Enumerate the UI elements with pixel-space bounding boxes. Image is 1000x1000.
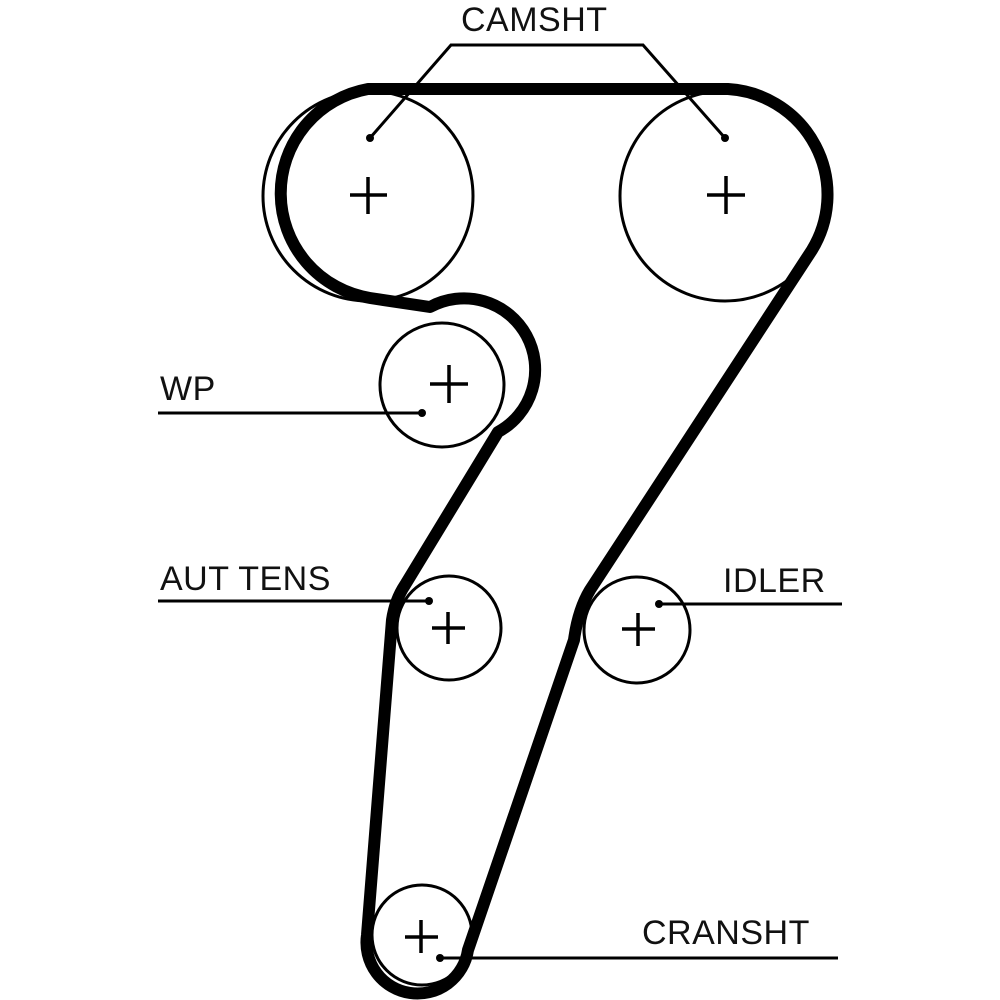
- auto-tensioner-center-mark: [432, 612, 465, 644]
- camshaft-right-center-mark: [707, 176, 745, 214]
- camshaft-left-leader-dot: [366, 134, 374, 142]
- water-pump-label: WP: [160, 370, 216, 408]
- idler-leader-dot: [655, 600, 663, 608]
- water-pump-center-mark: [430, 365, 468, 403]
- idler-center-mark: [622, 613, 655, 646]
- camshaft-right-leader-dot: [721, 134, 729, 142]
- pulley-idler: [582, 575, 692, 685]
- auto-tensioner-leader-dot: [425, 597, 433, 605]
- crankshaft-label: CRANSHT: [642, 914, 810, 952]
- crankshaft-leader-dot: [436, 954, 444, 962]
- crankshaft-center-mark: [405, 920, 438, 953]
- timing-belt: [274, 83, 834, 1000]
- water-pump-leader-dot: [418, 409, 426, 417]
- pulley-water-pump: [378, 321, 506, 449]
- idler-label: IDLER: [723, 562, 826, 600]
- camshaft-left-center-mark: [350, 177, 387, 214]
- camshaft-label: CAMSHT: [461, 1, 608, 39]
- auto-tensioner-label: AUT TENS: [160, 560, 331, 598]
- camshaft-leader-line: [368, 43, 727, 139]
